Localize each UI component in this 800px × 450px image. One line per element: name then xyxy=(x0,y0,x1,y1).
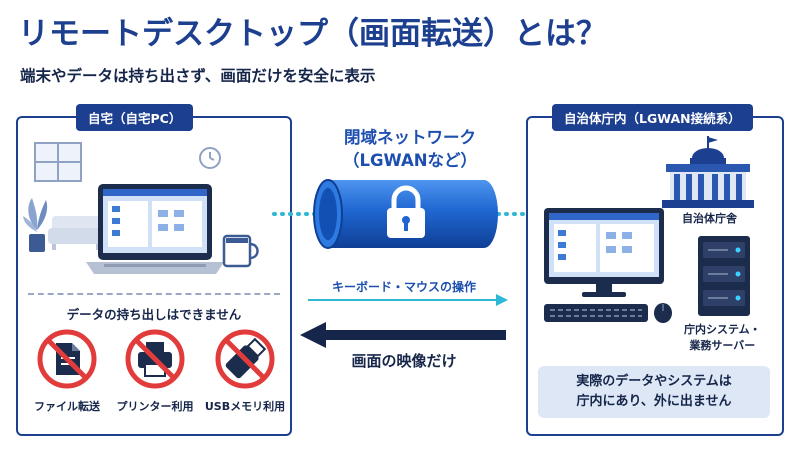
network-example: （LGWANなど） xyxy=(342,151,478,170)
window-icon xyxy=(34,142,82,182)
office-note: 実際のデータやシステムは 庁内にあり、外に出ません xyxy=(538,366,770,418)
input-flow-arrow xyxy=(308,294,508,306)
prohibited-file-transfer: ファイル転送 xyxy=(24,328,110,414)
office-note-line2: 庁内にあり、外に出ません xyxy=(576,394,732,409)
network-label: 閉域ネットワーク （LGWANなど） xyxy=(300,126,520,172)
mug-icon xyxy=(222,234,259,268)
prohibited-printer: プリンター利用 xyxy=(112,328,198,414)
network-tunnel xyxy=(272,179,534,249)
desktop-monitor-icon xyxy=(544,208,664,297)
prohibited-usb: USBメモリ利用 xyxy=(202,328,288,414)
server-label-line2: 業務サーバー xyxy=(689,339,756,352)
prohibited-file-transfer-label: ファイル転送 xyxy=(34,400,100,413)
office-panel-tag: 自治体庁内（LGWAN接続系） xyxy=(552,104,753,131)
prohibited-usb-label: USBメモリ利用 xyxy=(204,400,286,413)
office-panel: 自治体庁内（LGWAN接続系） xyxy=(526,104,784,436)
output-flow-label: 画面の映像だけ xyxy=(351,352,457,370)
sofa-icon xyxy=(48,216,104,250)
laptop-icon xyxy=(86,184,224,274)
home-panel-tag: 自宅（自宅PC） xyxy=(76,104,194,131)
home-panel: 自宅（自宅PC） xyxy=(16,104,292,436)
lock-icon xyxy=(387,185,425,238)
government-building-icon xyxy=(662,136,754,208)
office-note-line1: 実際のデータやシステムは xyxy=(576,374,732,389)
network-name: 閉域ネットワーク xyxy=(344,128,476,147)
page-subtitle: 端末やデータは持ち出さず、画面だけを安全に表示 xyxy=(20,67,376,85)
clock-icon xyxy=(199,147,221,169)
output-flow-arrow xyxy=(300,322,506,348)
plant-icon xyxy=(23,198,48,252)
document-icon xyxy=(37,329,97,389)
server-label: 庁内システム・ 業務サーバー xyxy=(684,322,761,354)
input-flow-label: キーボード・マウスの操作 xyxy=(331,280,476,294)
no-carry-title: データの持ち出しはできません xyxy=(66,307,242,322)
building-label: 自治体庁舎 xyxy=(682,212,737,225)
server-rack-icon xyxy=(698,236,750,316)
keyboard-icon xyxy=(544,304,648,322)
prohibited-printer-label: プリンター利用 xyxy=(116,400,194,413)
server-label-line1: 庁内システム・ xyxy=(684,323,761,336)
usb-icon xyxy=(215,329,275,389)
printer-icon xyxy=(125,329,185,389)
dashed-divider xyxy=(28,293,280,295)
page-title: リモートデスクトップ（画面転送）とは？ xyxy=(18,16,607,52)
mouse-icon xyxy=(654,303,672,323)
